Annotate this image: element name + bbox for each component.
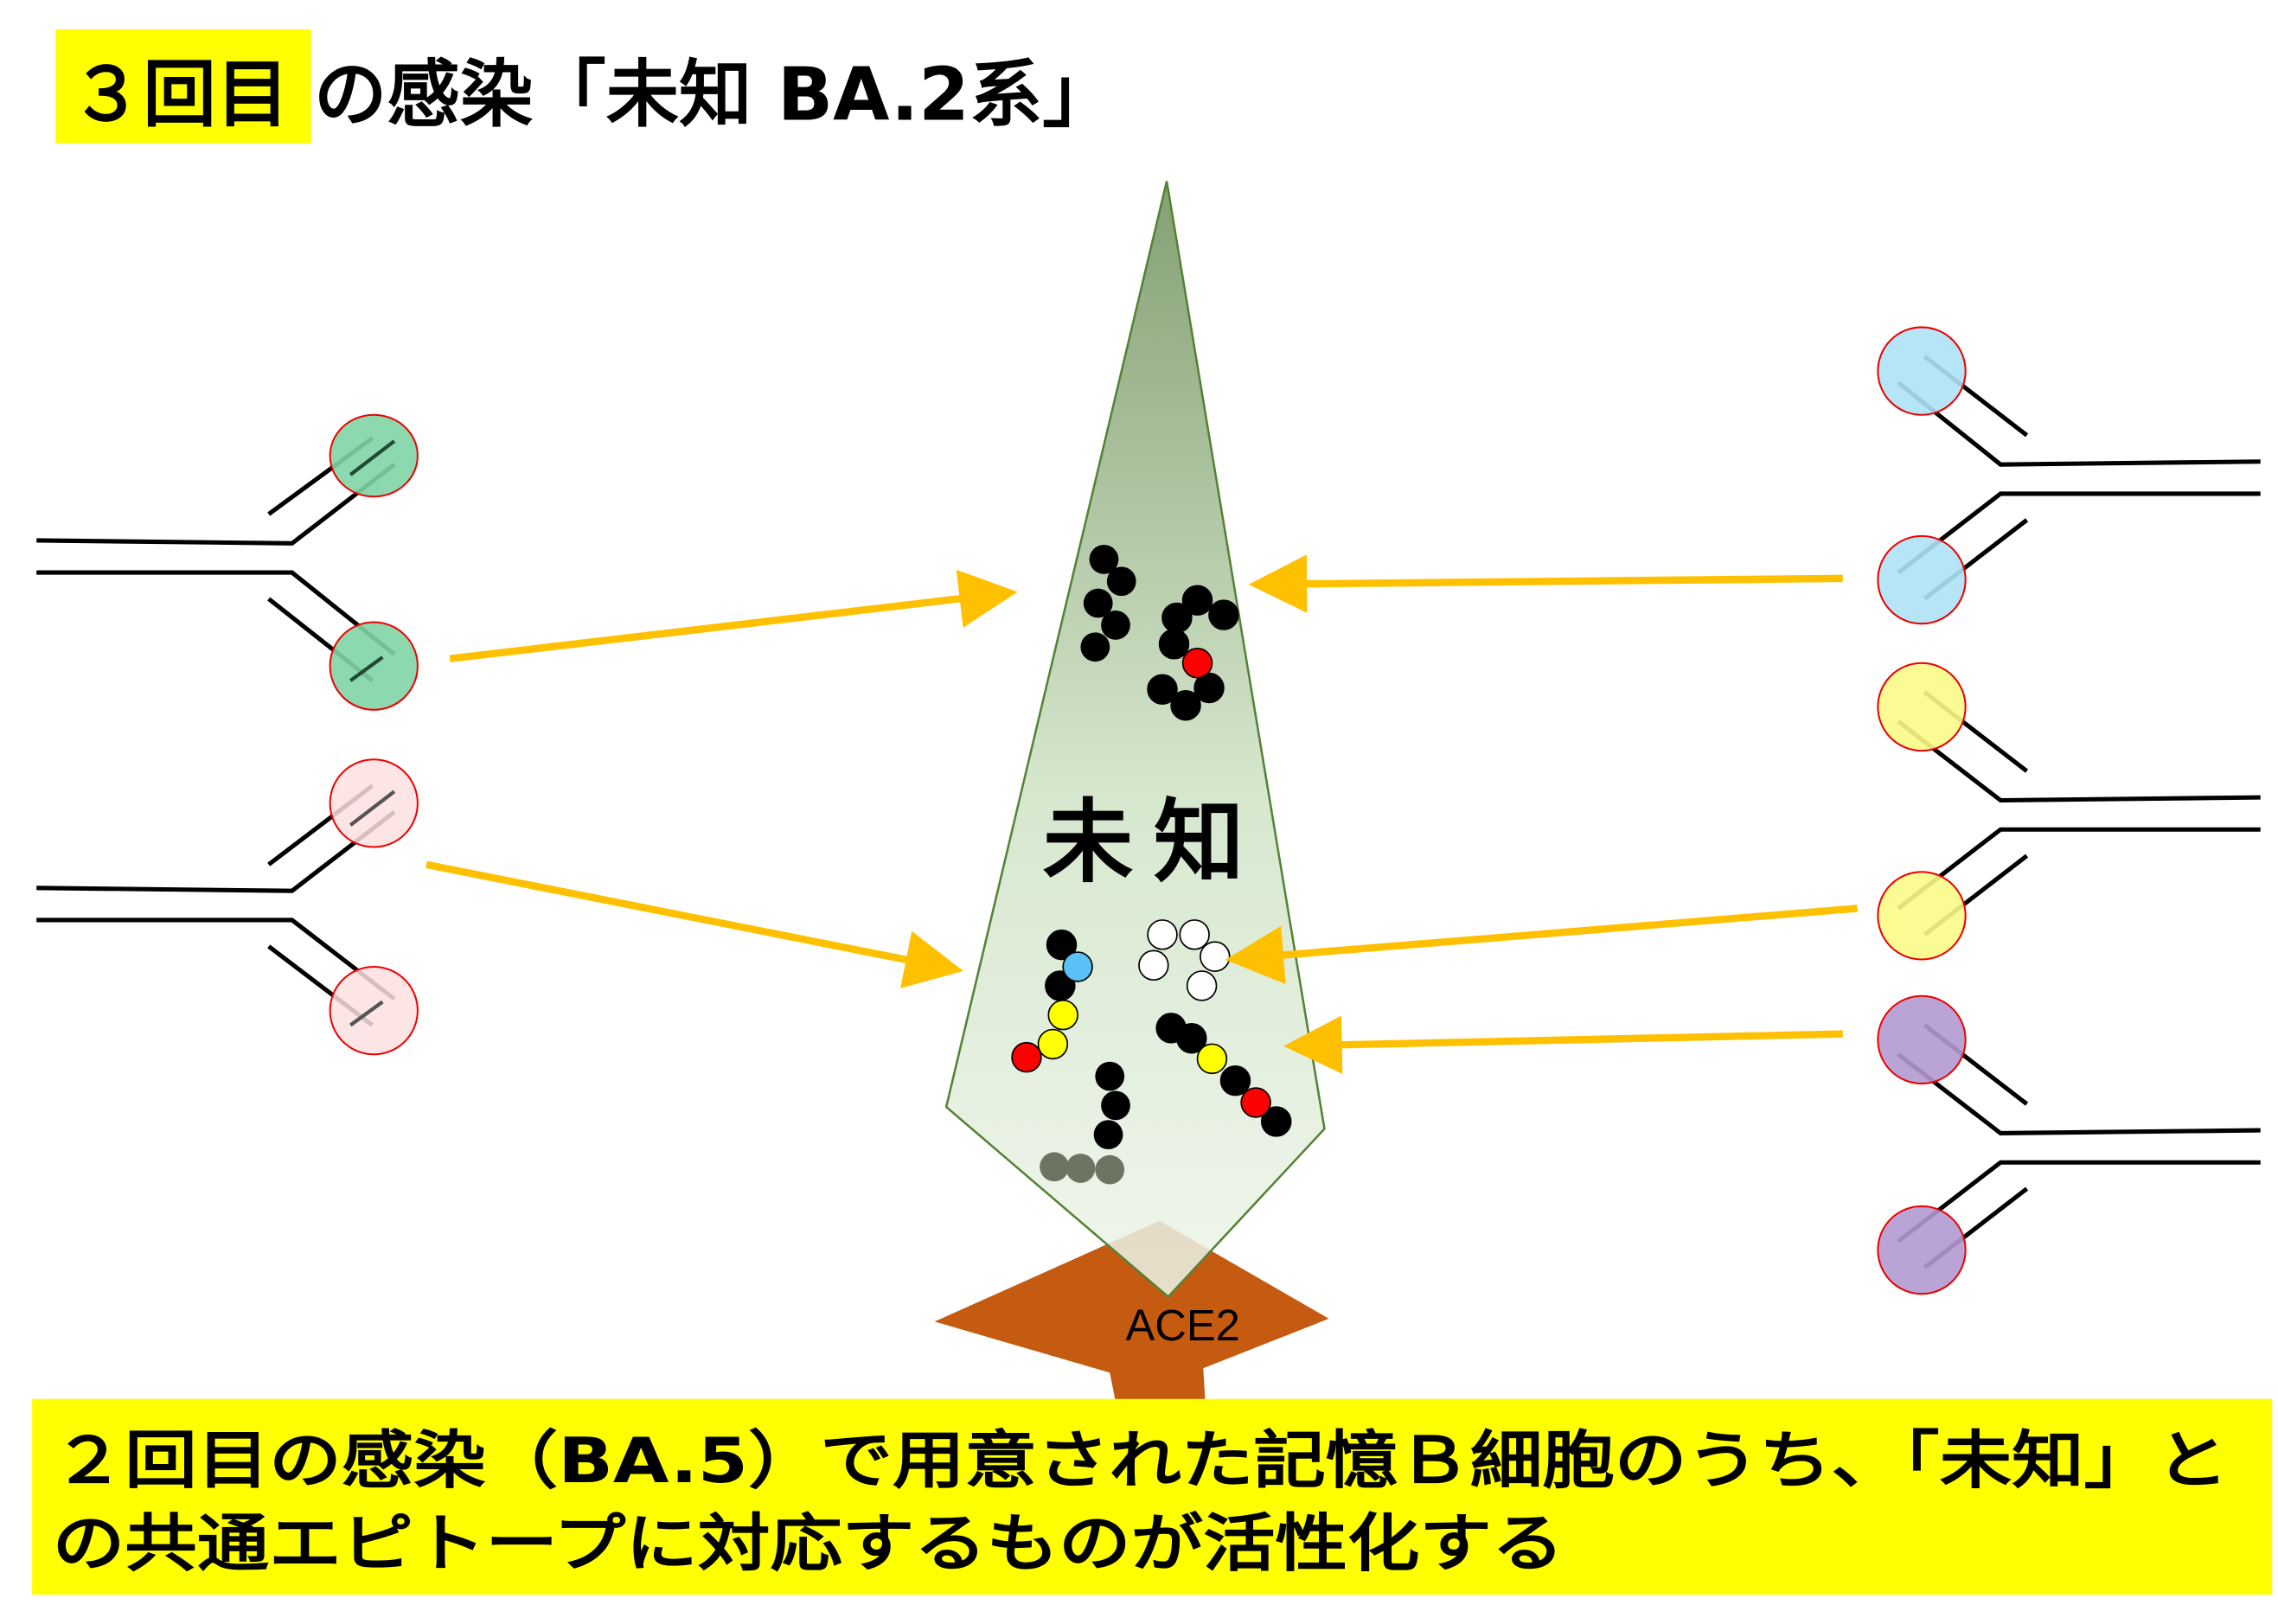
spike-label: 未知 [1043,790,1265,895]
title-highlight [55,29,311,144]
epitope-cluster-top-right [1147,585,1239,721]
caption-line-2: の共通エピトープに対応するものが活性化する [53,1508,1565,1581]
antibody-blue [1877,326,2261,625]
antibody-green [36,413,419,711]
arrow-pink-to-spike [426,860,963,988]
epitope-cluster-top-left [1080,545,1136,662]
epitope-chain-colored [1011,929,1093,1073]
arrow-purple-to-spike [1283,1015,1843,1074]
epitope-chain-gray [1040,1152,1125,1185]
arrow-blue-to-spike [1248,554,1843,613]
spike-protein [944,181,1326,1299]
epitope-chain-vertical [1093,1061,1130,1150]
caption-line-1: ２回目の感染（BA.5）で用意された記憶Ｂ細胞のうち、「未知」と [53,1425,2229,1498]
epitope-chain-diagonal [1155,1013,1292,1137]
arrow-green-to-spike [449,569,1018,662]
antibody-yellow [1877,662,2261,961]
caption-box [32,1398,2273,1595]
arrow-yellow-to-spike [1225,905,1859,985]
ace2-receptor [934,1220,1329,1417]
binding-arrows [426,554,1859,1074]
title-highlight-text: ３回目 [70,53,289,137]
epitope-cluster-white [1138,919,1231,1001]
antibody-purple [1877,994,2261,1295]
title-text: の感染「未知 BA.2系」 [314,53,1116,137]
ace2-label: ACE2 [1126,1301,1240,1350]
antibody-pink [36,758,419,1056]
